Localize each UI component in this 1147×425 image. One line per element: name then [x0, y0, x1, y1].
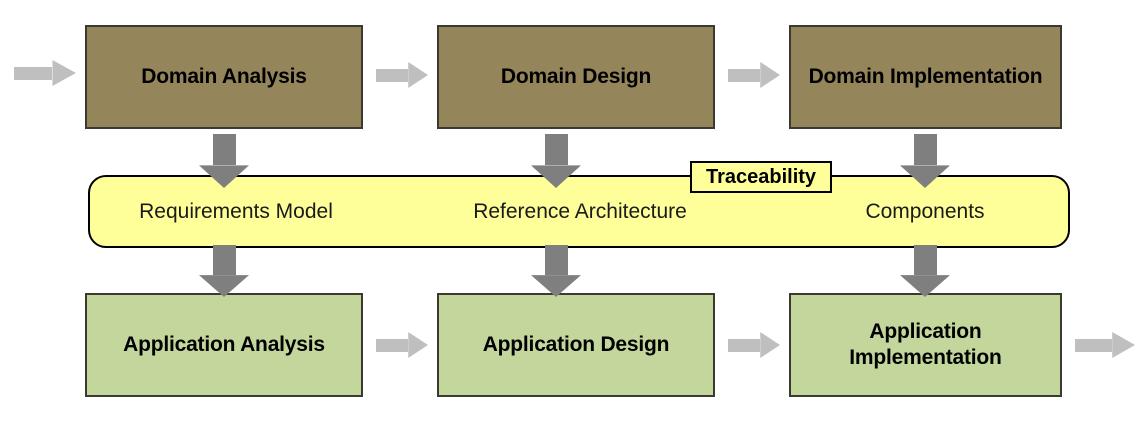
arrow-domain-analysis-to-requirements-model-icon	[199, 134, 249, 188]
box-domain-design-label: Domain Design	[500, 65, 652, 89]
arrow-shaft	[913, 134, 937, 166]
box-application-implementation[interactable]: Application Implementation	[789, 293, 1062, 397]
arrow-shaft	[376, 338, 409, 352]
box-application-design-label: Application Design	[482, 333, 670, 357]
arrow-components-to-application-implementation-icon	[900, 245, 950, 297]
arrow-shaft	[913, 245, 937, 276]
arrow-head	[199, 165, 249, 188]
box-domain-analysis-label: Domain Analysis	[141, 65, 307, 89]
asset-label-reference-architecture: Reference Architecture	[473, 200, 687, 223]
box-domain-analysis[interactable]: Domain Analysis	[85, 25, 363, 129]
arrow-head	[531, 165, 581, 188]
reusable-assets-band	[88, 175, 1070, 248]
arrow-shaft	[14, 66, 53, 80]
arrow-shaft	[544, 134, 568, 166]
arrow-application-analysis-to-application-design-icon	[376, 332, 428, 358]
arrow-head	[900, 275, 950, 297]
arrow-head	[408, 332, 428, 358]
box-application-design[interactable]: Application Design	[437, 293, 715, 397]
arrow-head	[199, 275, 249, 297]
arrow-shaft	[376, 68, 409, 82]
arrow-domain-design-to-reference-architecture-icon	[531, 134, 581, 188]
entry-arrow-domain-icon	[14, 60, 76, 86]
box-application-implementation-label: Application Implementation	[849, 320, 1002, 369]
asset-label-components: Components	[865, 200, 985, 223]
box-domain-implementation[interactable]: Domain Implementation	[789, 25, 1062, 129]
box-domain-design[interactable]: Domain Design	[437, 25, 715, 129]
arrow-domain-design-to-domain-implementation-icon	[728, 62, 780, 88]
exit-arrow-application-icon	[1075, 332, 1135, 358]
box-application-analysis-label: Application Analysis	[123, 333, 325, 357]
asset-label-requirements-model: Requirements Model	[139, 200, 333, 223]
arrow-head	[408, 62, 428, 88]
arrow-domain-analysis-to-domain-design-icon	[376, 62, 428, 88]
arrow-shaft	[728, 338, 761, 352]
traceability-tag[interactable]: Traceability	[690, 161, 832, 193]
arrow-head	[531, 275, 581, 297]
arrow-shaft	[212, 245, 236, 276]
box-domain-implementation-label: Domain Implementation	[808, 65, 1043, 89]
arrow-head	[760, 62, 780, 88]
arrow-application-design-to-application-implementation-icon	[728, 332, 780, 358]
arrow-reference-architecture-to-application-design-icon	[531, 245, 581, 297]
box-application-analysis[interactable]: Application Analysis	[85, 293, 363, 397]
arrow-shaft	[212, 134, 236, 166]
arrow-requirements-model-to-application-analysis-icon	[199, 245, 249, 297]
arrow-shaft	[728, 68, 761, 82]
arrow-shaft	[544, 245, 568, 276]
arrow-domain-implementation-to-components-icon	[900, 134, 950, 188]
traceability-tag-label: Traceability	[705, 165, 817, 188]
arrow-head	[1112, 332, 1135, 358]
arrow-shaft	[1075, 338, 1113, 352]
arrow-head	[900, 165, 950, 188]
arrow-head	[760, 332, 780, 358]
arrow-head	[52, 60, 76, 86]
